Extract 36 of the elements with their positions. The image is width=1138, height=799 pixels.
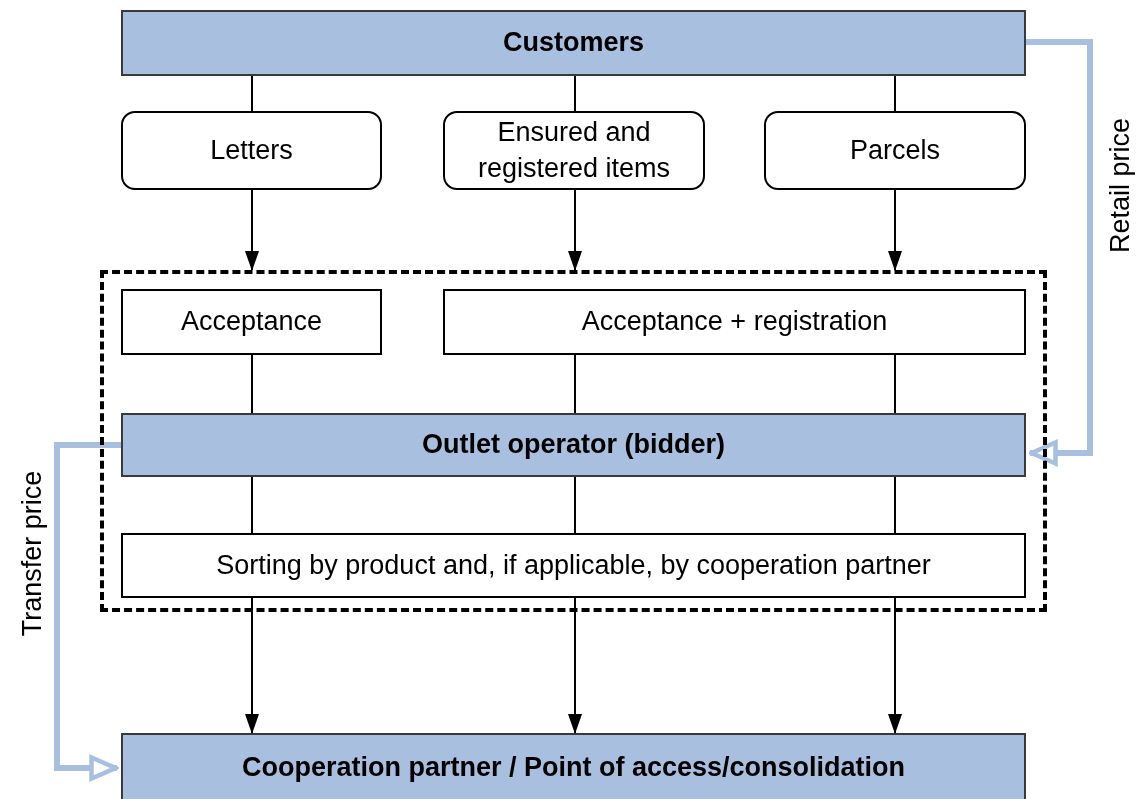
rounded-box: [764, 111, 1026, 190]
connector-line: [894, 476, 896, 534]
box-label: Customers: [502, 26, 644, 60]
connector-line: [251, 476, 253, 534]
arrow: [568, 597, 582, 734]
connector-line: [574, 354, 576, 414]
arrow: [54, 442, 121, 781]
box-label: Acceptance: [180, 305, 323, 339]
box-label: Acceptance + registration: [581, 305, 888, 339]
banner-box: [121, 733, 1026, 799]
box-label: Cooperation partner / Point of access/consolidation: [241, 751, 906, 785]
banner-box: [121, 413, 1026, 477]
process-box: [443, 289, 1026, 355]
box-label: Ensured and registered items: [476, 116, 672, 185]
arrow: [245, 189, 259, 271]
connector-line: [894, 75, 896, 112]
box-label: Parcels: [850, 133, 940, 167]
process-box: [121, 533, 1026, 598]
box-label: Letters: [210, 133, 293, 167]
connector-line: [574, 476, 576, 534]
arrow: [568, 189, 582, 271]
rounded-box: [121, 111, 382, 190]
dashed-boundary-box: [100, 270, 1047, 612]
arrow: [245, 597, 259, 734]
arrow: [888, 189, 902, 271]
banner-box: [121, 10, 1026, 76]
box-label: Outlet operator (bidder): [422, 428, 725, 462]
arrow: [1026, 39, 1093, 466]
arrow: [888, 597, 902, 734]
connector-line: [251, 75, 253, 112]
process-box: [121, 289, 382, 355]
connector-line: [894, 354, 896, 414]
connector-line: [251, 354, 253, 414]
box-label: Sorting by product and, if applicable, by cooperation partner: [216, 548, 931, 582]
connector-line: [574, 75, 576, 112]
rounded-box: [443, 111, 705, 190]
